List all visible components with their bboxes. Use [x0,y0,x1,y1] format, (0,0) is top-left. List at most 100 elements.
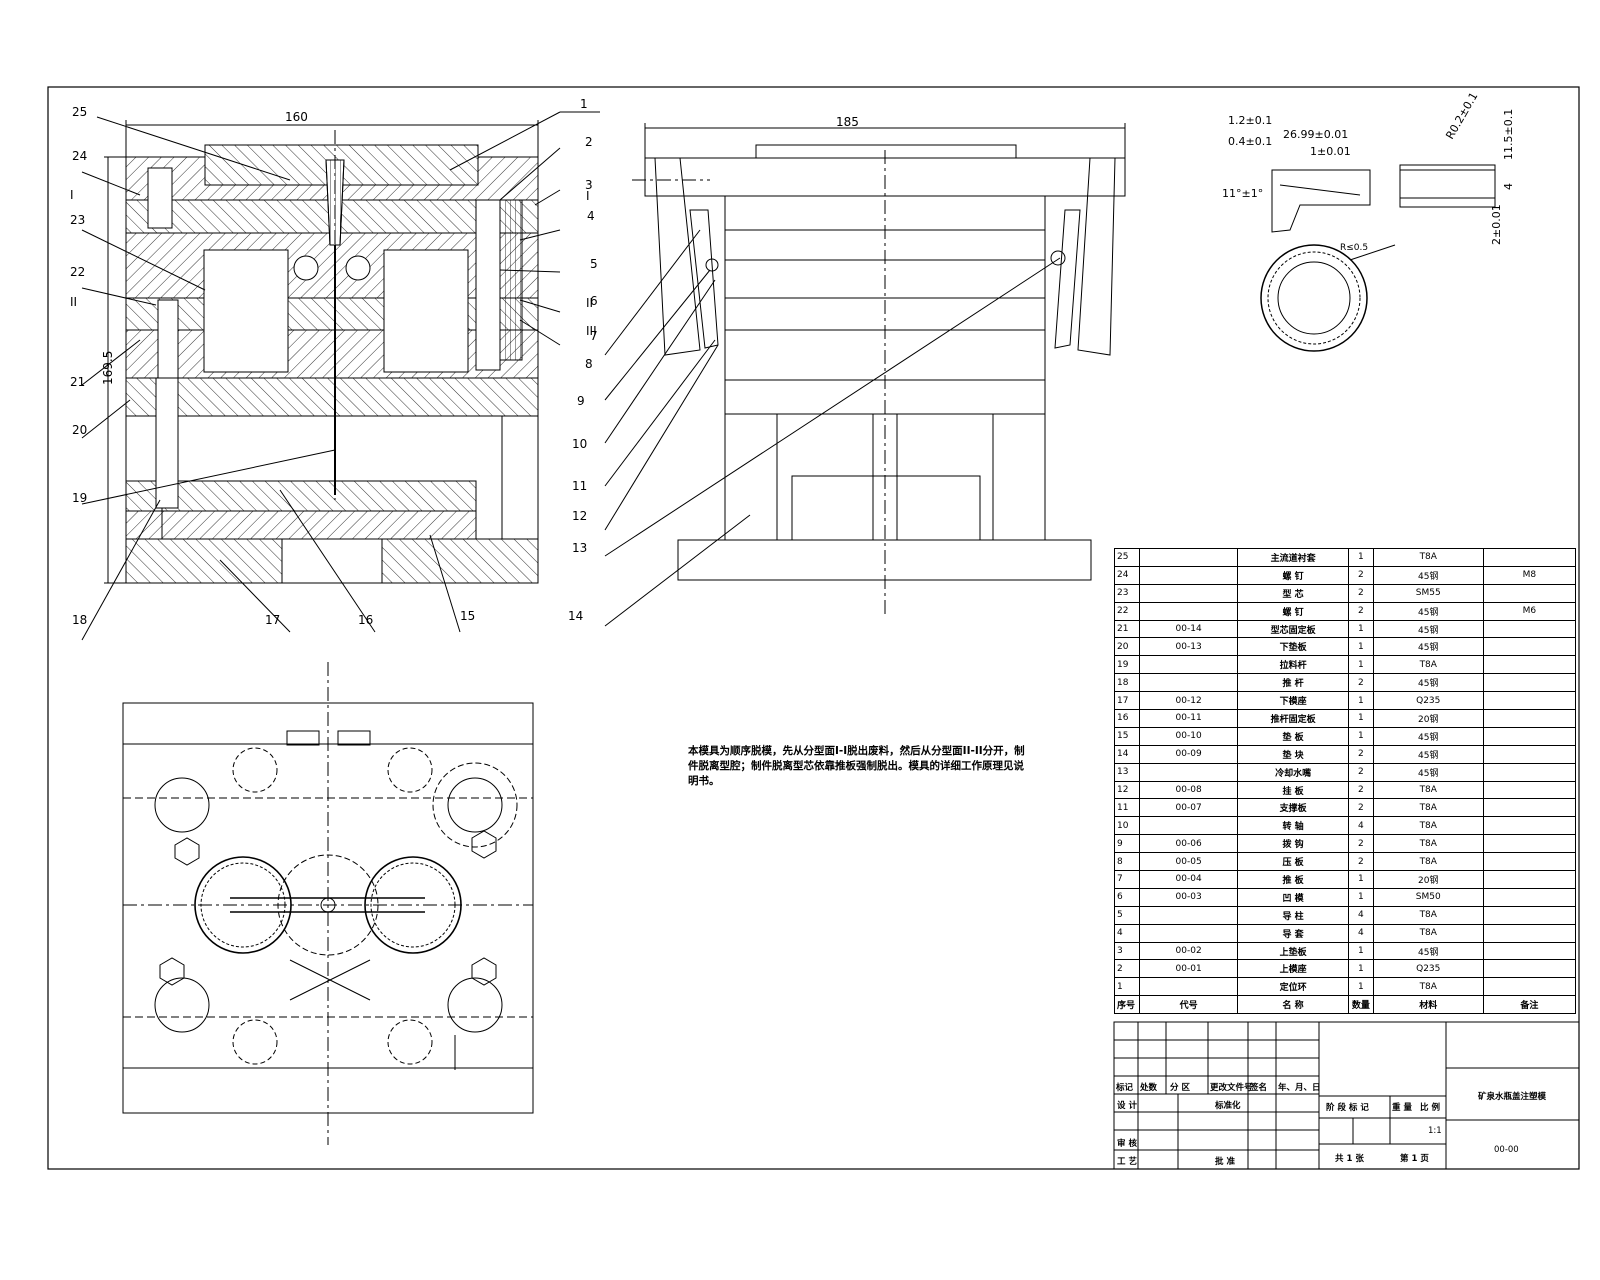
bom-cell-code: 00-13 [1138,637,1239,657]
svg-text:23: 23 [70,213,85,227]
bom-cell-code: 00-14 [1138,619,1239,639]
bom-cell-remark [1482,655,1577,675]
bom-cell-remark [1482,619,1577,639]
bom-cell-remark [1482,709,1577,728]
bom-cell-name: 推 板 [1237,870,1349,889]
bom-cell-qty: 2 [1347,601,1374,621]
svg-text:6: 6 [590,294,598,308]
bom-cell-material: T8A [1372,905,1484,925]
bom-cell-qty: 2 [1347,834,1374,854]
bom-cell-code: 00-06 [1138,834,1239,854]
screw [147,167,173,229]
bom-cell-no: 1 [1114,977,1140,997]
part-detail [1260,164,1496,352]
bom-cell-code [1138,923,1239,943]
svg-text:13: 13 [572,541,587,555]
bom-cell-qty: 4 [1347,905,1374,925]
bom-cell-material: T8A [1372,977,1484,997]
ejector-pin [155,377,179,509]
bom-cell-no: 13 [1114,762,1140,782]
core-retainer-plate [125,329,539,379]
bom-cell-remark: M8 [1482,565,1577,585]
bom-cell-no: 5 [1114,905,1140,925]
svg-text:26.99±0.01: 26.99±0.01 [1283,128,1348,141]
tb-label-date: 年、月、日 [1278,1083,1321,1093]
bom-cell-material: 45钢 [1372,637,1484,657]
bom-cell-name: 导 套 [1237,923,1349,943]
svg-text:R≤0.5: R≤0.5 [1340,243,1368,253]
bom-cell-material: SM55 [1372,583,1484,603]
bom-cell-name: 型 芯 [1237,583,1349,603]
side-spacer-left [724,413,778,541]
bom-cell-qty: 4 [1347,923,1374,943]
bom-cell-qty: 2 [1347,583,1374,603]
swing-hook-left [654,157,701,356]
bom-cell-name: 支撑板 [1237,798,1349,818]
bom-cell-remark: 备注 [1482,995,1577,1015]
bom-cell-material: 45钢 [1372,565,1484,585]
bom-cell-remark [1482,959,1577,979]
svg-text:20: 20 [72,423,87,437]
bom-cell-no: 23 [1114,583,1140,603]
bom-cell-qty: 1 [1347,548,1374,567]
svg-text:0.4±0.1: 0.4±0.1 [1228,135,1272,148]
spacer-block-right [501,415,539,540]
cavity-left [194,856,292,954]
bom-cell-remark [1482,726,1577,746]
bom-cell-material: T8A [1372,816,1484,836]
svg-text:8: 8 [585,357,593,371]
bom-cell-name: 拨 钩 [1237,834,1349,854]
bom-cell-code: 00-07 [1138,798,1239,818]
bom-cell-code [1138,816,1239,836]
bom-cell-name: 推杆固定板 [1237,709,1349,728]
bom-cell-qty: 2 [1347,780,1374,800]
svg-text:10: 10 [572,437,587,451]
bom-cell-remark [1482,977,1577,997]
title-block [1113,1021,1580,1170]
bom-cell-qty: 1 [1347,870,1374,889]
bom-cell-code [1138,548,1239,567]
bom-cell-qty: 1 [1347,977,1374,997]
bom-cell-remark [1482,762,1577,782]
bom-cell-no: 11 [1114,798,1140,818]
bom-cell-material: 45钢 [1372,744,1484,764]
bom-cell-no: 14 [1114,744,1140,764]
bom-cell-remark [1482,583,1577,603]
tb-title: 矿泉水瓶盖注塑模 [1478,1092,1547,1102]
bom-cell-name: 上垫板 [1237,941,1349,961]
bom-cell-remark [1482,887,1577,907]
tb-label-sign: 签名 [1250,1083,1268,1093]
bom-cell-code [1138,601,1239,621]
bom-cell-remark [1482,816,1577,836]
bom-cell-no: 10 [1114,816,1140,836]
bom-cell-no: 7 [1114,870,1140,889]
bom-cell-no: 6 [1114,887,1140,907]
side-spacer-right [992,413,1046,541]
drawing-frame [47,86,1580,1170]
bom-cell-code [1138,673,1239,693]
core-right [383,249,469,373]
bom-cell-qty: 1 [1347,959,1374,979]
tb-stage: 阶 段 标 记 [1326,1103,1369,1113]
bom-cell-code: 00-02 [1138,941,1239,961]
bom-cell-material: 45钢 [1372,619,1484,639]
bom-cell-remark [1482,637,1577,657]
tb-label-change: 更改文件号 [1210,1083,1253,1093]
bom-cell-name: 下垫板 [1237,637,1349,657]
bom-cell-name: 下模座 [1237,691,1349,711]
bom-cell-code: 00-03 [1138,887,1239,907]
bom-cell-qty: 数量 [1347,995,1374,1015]
svg-text:III: III [586,324,597,338]
bom-cell-qty: 1 [1347,726,1374,746]
tb-label-count: 处数 [1140,1083,1158,1093]
lower-backing-plate [125,377,539,417]
bom-cell-name: 定位环 [1237,977,1349,997]
tb-standardization: 标准化 [1215,1101,1241,1111]
